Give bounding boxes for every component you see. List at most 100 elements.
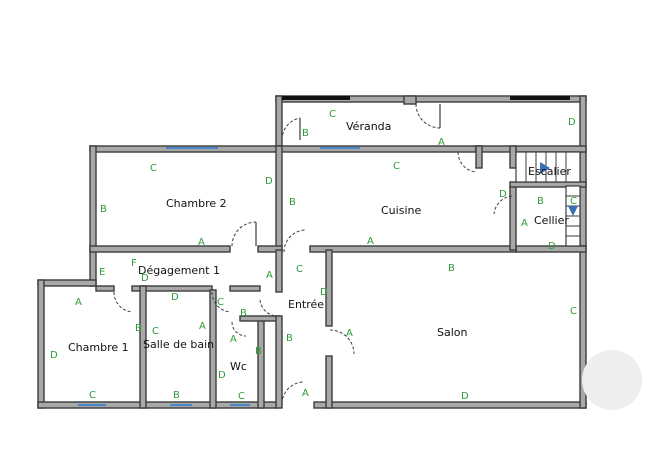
room-salon: Salon bbox=[437, 326, 468, 339]
wall-label: A bbox=[367, 236, 374, 247]
wall-label: C bbox=[296, 264, 303, 275]
wall-label: B bbox=[173, 390, 180, 401]
wall-cuisine-bottom bbox=[309, 245, 517, 253]
walls bbox=[37, 95, 587, 409]
door-wc bbox=[259, 299, 277, 317]
door-chambre1 bbox=[113, 291, 133, 313]
wall-chambre2-cuisine bbox=[275, 145, 283, 251]
wall-label: D bbox=[50, 350, 58, 361]
wall-label: D bbox=[218, 370, 226, 381]
wall-degagement-entree bbox=[275, 249, 283, 293]
wall-west-upper bbox=[89, 145, 97, 287]
wall-label: C bbox=[150, 163, 157, 174]
wall-label: B bbox=[302, 128, 309, 139]
wall-wc-right bbox=[257, 317, 265, 409]
wall-label: A bbox=[346, 328, 353, 339]
room-entree: Entrée bbox=[288, 298, 324, 311]
door-cuisine-entree bbox=[283, 229, 307, 253]
staircase bbox=[515, 151, 581, 247]
wall-west-lower bbox=[37, 279, 45, 409]
doors bbox=[113, 103, 513, 405]
door-entree-front bbox=[281, 381, 305, 405]
wall-label: A bbox=[198, 237, 205, 248]
wall-chambre2-bottom bbox=[89, 245, 231, 253]
wall-label: B bbox=[255, 346, 262, 357]
wall-label: D bbox=[568, 117, 576, 128]
wall-label: A bbox=[266, 270, 273, 281]
wall-label: D bbox=[499, 189, 507, 200]
wall-label: B bbox=[448, 263, 455, 274]
wall-south-east bbox=[313, 401, 587, 409]
wall-label: C bbox=[152, 326, 159, 337]
wall-chambre1-sdb bbox=[139, 285, 147, 409]
wall-label: C bbox=[329, 109, 336, 120]
wall-label: D bbox=[171, 292, 179, 303]
wall-label: C bbox=[89, 390, 96, 401]
wall-escalier-left bbox=[509, 145, 517, 169]
wall-label: F bbox=[131, 258, 137, 269]
stair-arrow-down-icon bbox=[568, 206, 578, 216]
wall-north bbox=[89, 145, 481, 153]
wall-veranda-left bbox=[275, 95, 283, 147]
wall-veranda-stub bbox=[403, 95, 417, 105]
wall-label: D bbox=[320, 287, 328, 298]
wall-label: C bbox=[570, 306, 577, 317]
stair-arrow-right-icon bbox=[540, 162, 550, 174]
wall-degagement-bottom-c bbox=[229, 285, 261, 292]
door-wc-inner bbox=[231, 321, 247, 337]
wall-label: C bbox=[570, 196, 577, 207]
room-wc: Wc bbox=[230, 360, 247, 373]
wall-label: E bbox=[99, 267, 105, 278]
wall-label: A bbox=[521, 218, 528, 229]
windows bbox=[78, 147, 360, 406]
door-veranda-left bbox=[281, 117, 301, 141]
wall-chambre2-bottom-b bbox=[257, 245, 283, 253]
wall-label: C bbox=[217, 297, 224, 308]
room-chambre2: Chambre 2 bbox=[166, 197, 227, 210]
wall-label: A bbox=[438, 137, 445, 148]
wall-veranda-door-post bbox=[475, 145, 483, 169]
room-escalier: Escalier bbox=[528, 165, 571, 178]
wall-entree-left-lower bbox=[275, 315, 283, 409]
room-veranda: Véranda bbox=[346, 120, 391, 133]
wall-label: B bbox=[289, 197, 296, 208]
door-chambre2 bbox=[231, 221, 257, 247]
wall-west-step bbox=[37, 279, 97, 287]
wall-label: D bbox=[548, 241, 556, 252]
watermark-shape bbox=[582, 350, 642, 410]
wall-label: B bbox=[286, 333, 293, 344]
door-sdb bbox=[211, 291, 231, 313]
door-cellier bbox=[493, 195, 513, 215]
room-labels: Véranda Chambre 2 Cuisine Escalier Celli… bbox=[68, 120, 571, 373]
door-cuisine-veranda bbox=[457, 151, 477, 173]
wall-sdb-wc bbox=[209, 289, 217, 409]
wall-entree-salon bbox=[325, 249, 333, 327]
wall-degagement-bottom-a bbox=[95, 285, 115, 292]
wall-label: D bbox=[141, 273, 149, 284]
wall-label: B bbox=[537, 196, 544, 207]
wall-veranda-right bbox=[579, 95, 587, 247]
wall-letters: C B A D C B D A C B D A B C A D E F D A … bbox=[50, 109, 577, 402]
room-chambre1: Chambre 1 bbox=[68, 341, 129, 354]
wall-label: B bbox=[240, 308, 247, 319]
wall-entree-salon-low bbox=[325, 355, 333, 409]
wall-label: D bbox=[265, 176, 273, 187]
wall-north-east bbox=[475, 145, 587, 153]
wall-label: A bbox=[230, 334, 237, 345]
wall-label: A bbox=[75, 297, 82, 308]
room-cellier: Cellier bbox=[534, 214, 569, 227]
wall-cellier-left bbox=[509, 185, 517, 251]
wall-label: B bbox=[100, 204, 107, 215]
room-cuisine: Cuisine bbox=[381, 204, 421, 217]
wall-label: B bbox=[135, 323, 142, 334]
wall-label: C bbox=[238, 391, 245, 402]
room-degagement1: Dégagement 1 bbox=[138, 264, 220, 277]
wall-label: C bbox=[393, 161, 400, 172]
wall-degagement-bottom-b bbox=[131, 285, 213, 292]
wall-label: A bbox=[302, 388, 309, 399]
room-salle-de-bain: Salle de bain bbox=[143, 338, 214, 351]
door-veranda-center bbox=[415, 103, 441, 129]
wall-label: D bbox=[461, 391, 469, 402]
wall-label: A bbox=[199, 321, 206, 332]
